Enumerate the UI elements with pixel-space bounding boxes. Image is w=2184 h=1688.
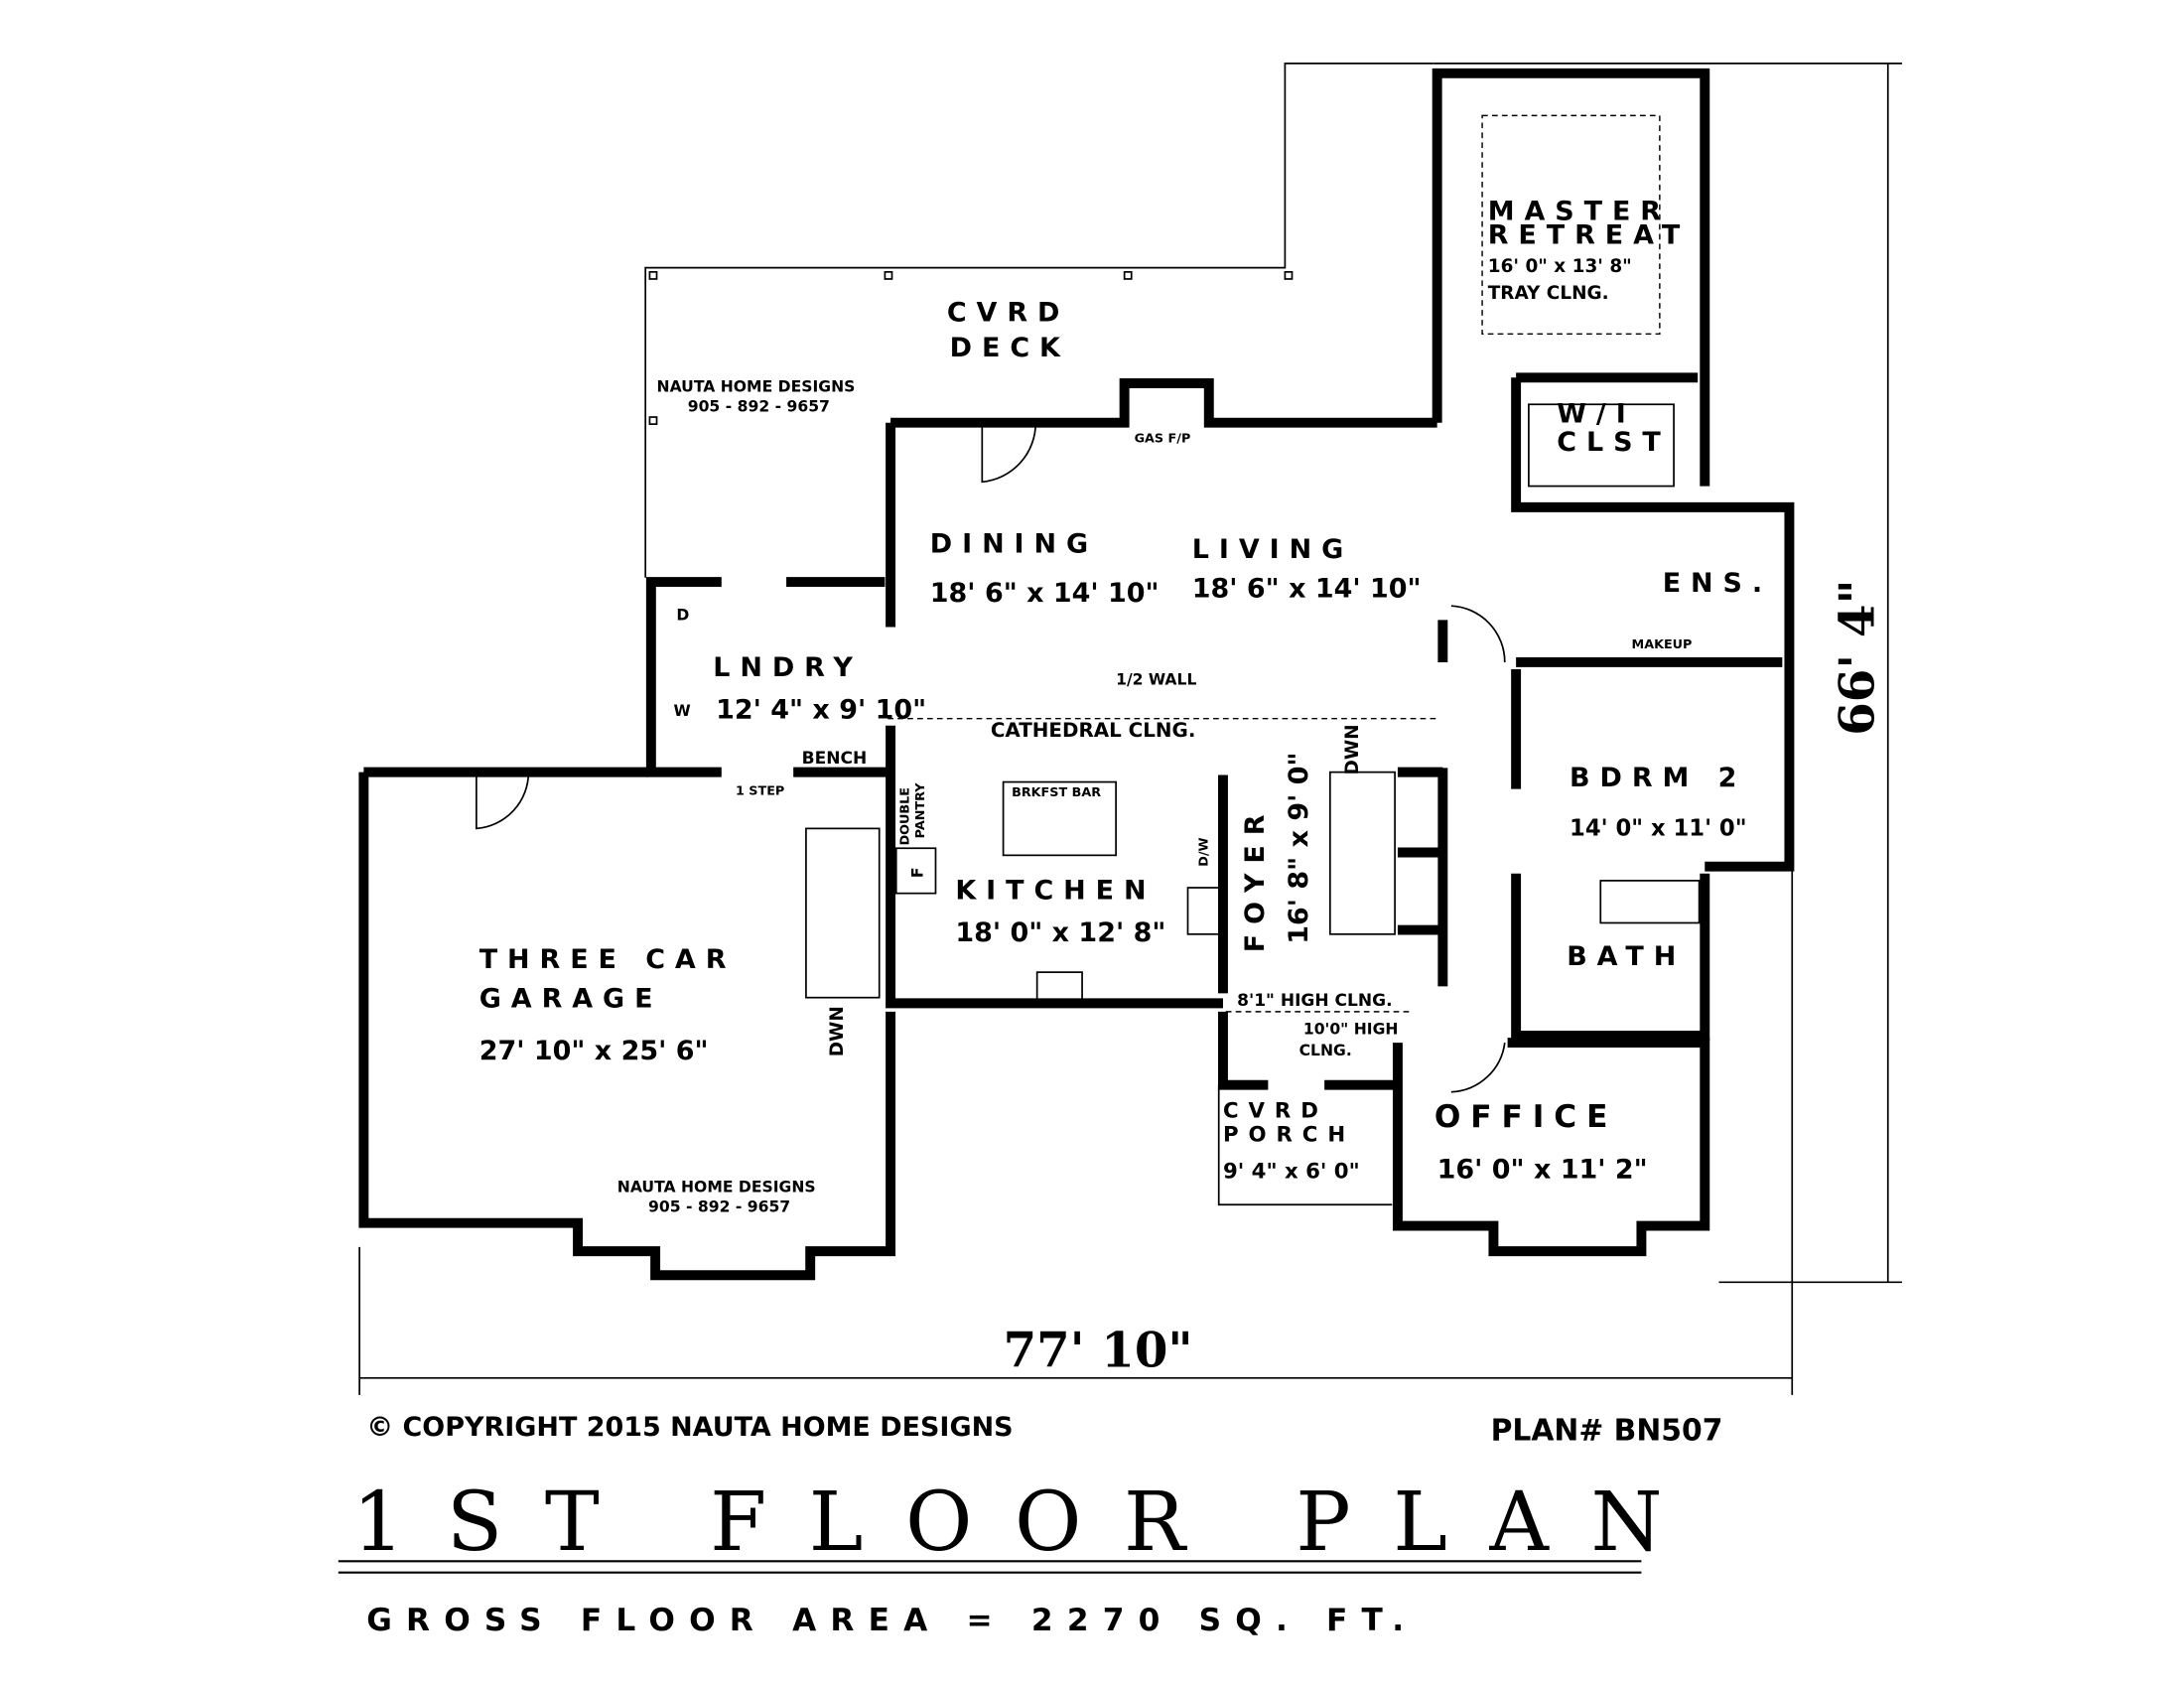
designer-note: NAUTA HOME DESIGNS	[617, 1179, 816, 1196]
garage-label: GARAGE	[479, 984, 663, 1015]
pantry-label: DOUBLE	[898, 787, 913, 845]
foyer-size: 16' 8" x 9' 0"	[1284, 752, 1314, 943]
wic-label: CLST	[1557, 427, 1671, 458]
kitchen-label: KITCHEN	[955, 875, 1156, 906]
closet-shelf	[1528, 403, 1675, 488]
plan-title: 1ST FLOOR PLAN	[352, 1476, 1705, 1570]
porch-label: PORCH	[1223, 1122, 1355, 1147]
half-wall-label: 1/2 WALL	[1116, 671, 1196, 689]
porch-size: 9' 4" x 6' 0"	[1223, 1159, 1360, 1184]
kitchen-sink	[1035, 971, 1083, 1002]
bath-label: BATH	[1567, 941, 1686, 972]
plan-number: PLAN# BN507	[1491, 1413, 1723, 1448]
master-label: RETREAT	[1488, 219, 1690, 250]
living-size: 18' 6" x 14' 10"	[1192, 574, 1422, 605]
wic-label: W/I	[1557, 399, 1635, 430]
door-swing	[981, 422, 1037, 484]
master-note: TRAY CLNG.	[1488, 283, 1609, 304]
tub	[1599, 880, 1701, 924]
bench-label: BENCH	[802, 749, 868, 769]
step-label: 1 STEP	[736, 783, 784, 798]
dishwasher-label: D/W	[1196, 837, 1211, 866]
tray-ceiling	[1481, 114, 1661, 336]
washer-label: W	[674, 702, 691, 720]
porch-label: CVRD	[1223, 1098, 1328, 1123]
high-ceiling-note: CLNG.	[1299, 1042, 1352, 1059]
fridge	[894, 847, 937, 895]
room-labels: CVRD DECK NAUTA HOME DESIGNS 905 - 892 -…	[479, 196, 1772, 1215]
bdrm2-label: BDRM 2	[1570, 763, 1746, 793]
garage-label: THREE CAR	[479, 944, 737, 975]
dining-label: DINING	[930, 528, 1098, 559]
door-swing	[1450, 1042, 1506, 1093]
dimension-lines	[358, 63, 1902, 1395]
laundry-size: 12' 4" x 9' 10"	[716, 695, 926, 726]
breakfast-bar-label: BRKFST BAR	[1012, 785, 1101, 800]
garage-size: 27' 10" x 25' 6"	[479, 1036, 709, 1066]
high-ceiling-note: 8'1" HIGH CLNG.	[1237, 991, 1392, 1011]
bdrm2-size: 14' 0" x 11' 0"	[1570, 815, 1746, 841]
living-label: LIVING	[1192, 534, 1353, 565]
gas-fireplace-label: GAS F/P	[1135, 432, 1191, 447]
foyer-label: FOYER	[1240, 805, 1271, 953]
deck-label: DECK	[950, 333, 1070, 363]
door-swing	[1450, 605, 1506, 662]
designer-note: NAUTA HOME DESIGNS	[657, 377, 856, 395]
phone-note: 905 - 892 - 9657	[648, 1197, 790, 1215]
gross-floor-area: GROSS FLOOR AREA = 2270 SQ. FT.	[366, 1603, 1418, 1638]
pantry-label: PANTRY	[913, 782, 928, 839]
ens-label: ENS.	[1663, 568, 1772, 599]
stairs-garage	[805, 827, 881, 999]
fridge-label: F	[909, 867, 927, 878]
cathedral-label: CATHEDRAL CLNG.	[991, 719, 1196, 742]
breakfast-bar	[1002, 780, 1117, 857]
down-label: DWN	[827, 1006, 848, 1056]
makeup-label: MAKEUP	[1631, 637, 1692, 652]
dining-size: 18' 6" x 14' 10"	[930, 578, 1160, 609]
laundry-label: LNDRY	[713, 652, 863, 683]
master-size: 16' 0" x 13' 8"	[1488, 256, 1632, 277]
down-label: DWN	[1342, 724, 1363, 774]
office-label: OFFICE	[1434, 1099, 1618, 1135]
fixtures	[476, 114, 1701, 1093]
copyright: © COPYRIGHT 2015 NAUTA HOME DESIGNS	[366, 1412, 1013, 1443]
walls	[358, 68, 1795, 1281]
phone-note: 905 - 892 - 9657	[688, 397, 830, 415]
dryer-label: D	[676, 606, 689, 624]
door-swing	[476, 772, 530, 830]
depth-dimension: 66' 4"	[1831, 579, 1886, 735]
deck-outline	[644, 63, 1434, 578]
width-dimension: 77' 10"	[1004, 1323, 1193, 1378]
stairs-foyer	[1328, 771, 1396, 935]
high-ceiling-note: 10'0" HIGH	[1303, 1021, 1399, 1039]
stove	[1186, 887, 1223, 935]
office-size: 16' 0" x 11' 2"	[1437, 1154, 1648, 1185]
kitchen-size: 18' 0" x 12' 8"	[955, 917, 1165, 948]
deck-label: CVRD	[947, 298, 1070, 329]
deck-posts	[648, 271, 1294, 425]
master-label: MASTER	[1488, 196, 1671, 226]
